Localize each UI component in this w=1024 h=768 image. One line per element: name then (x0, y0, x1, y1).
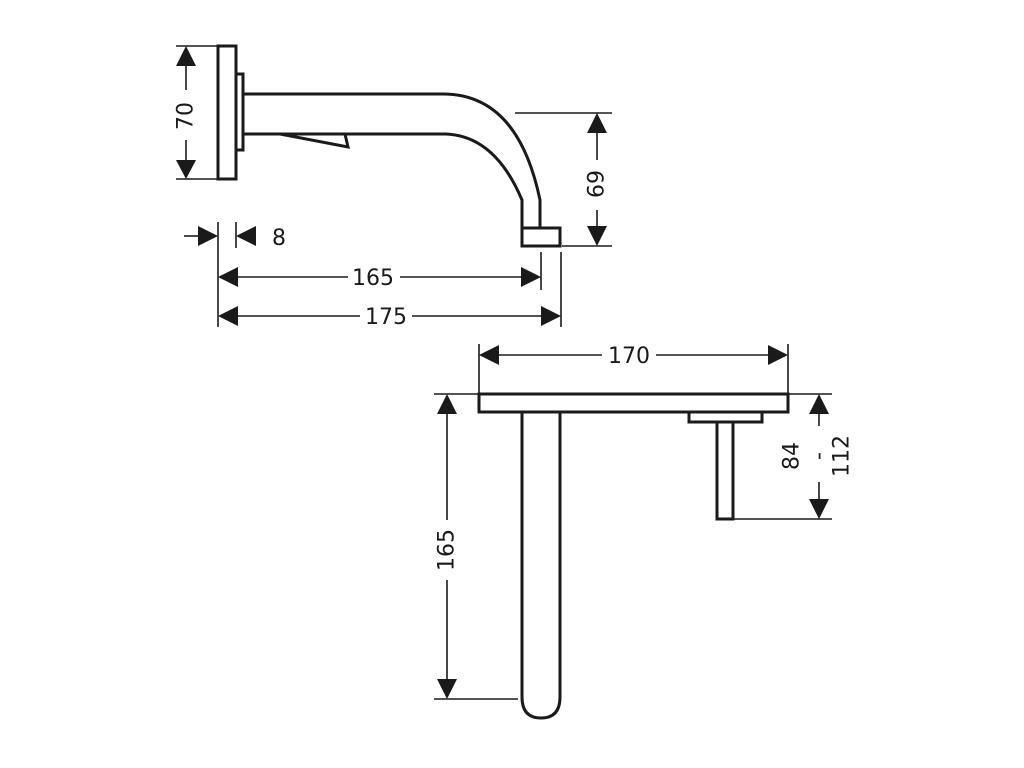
cover-plate (477, 392, 790, 414)
arrow-head (218, 306, 238, 326)
arrow-head (809, 394, 829, 414)
arrow-head (809, 499, 829, 519)
arrow-head (176, 160, 196, 179)
arrow-head (218, 267, 238, 287)
arrow-head (236, 226, 256, 246)
dim-handle-separator: - (807, 452, 832, 460)
arrow-head (521, 267, 541, 287)
spout-upper-edge (243, 92, 542, 228)
spout-collar (236, 72, 245, 152)
handle-lever (715, 420, 735, 521)
dim-width-label: 170 (608, 344, 650, 369)
arrow-head (176, 46, 196, 66)
arrow-head (541, 306, 561, 326)
dim-handle-max-label: 112 (830, 435, 855, 477)
arrow-head (437, 679, 457, 699)
dim-handle-min-label: 84 (780, 442, 805, 470)
side-view: 70 69 8 165 175 (174, 44, 612, 330)
dim-height-label: 70 (174, 102, 199, 130)
arrow-head (587, 226, 607, 246)
spout-outlet (520, 226, 562, 248)
spout-top-view (520, 412, 562, 720)
dim-inner-length-label: 165 (352, 266, 394, 291)
arrow-head (479, 345, 499, 365)
dim-total-length-label: 175 (365, 305, 407, 330)
dim-depth-label: 165 (435, 529, 460, 571)
arrow-head (587, 113, 607, 133)
top-view: 170 165 84 - 112 (434, 344, 855, 720)
arrow-head (437, 394, 457, 414)
arrow-head (198, 226, 218, 246)
spout-lower-edge (243, 132, 524, 228)
dim-spout-drop-label: 69 (585, 170, 610, 198)
spout-fastener (279, 132, 350, 149)
dim-plate-thickness-label: 8 (272, 226, 286, 251)
wall-plate (216, 44, 238, 181)
arrow-head (768, 345, 788, 365)
